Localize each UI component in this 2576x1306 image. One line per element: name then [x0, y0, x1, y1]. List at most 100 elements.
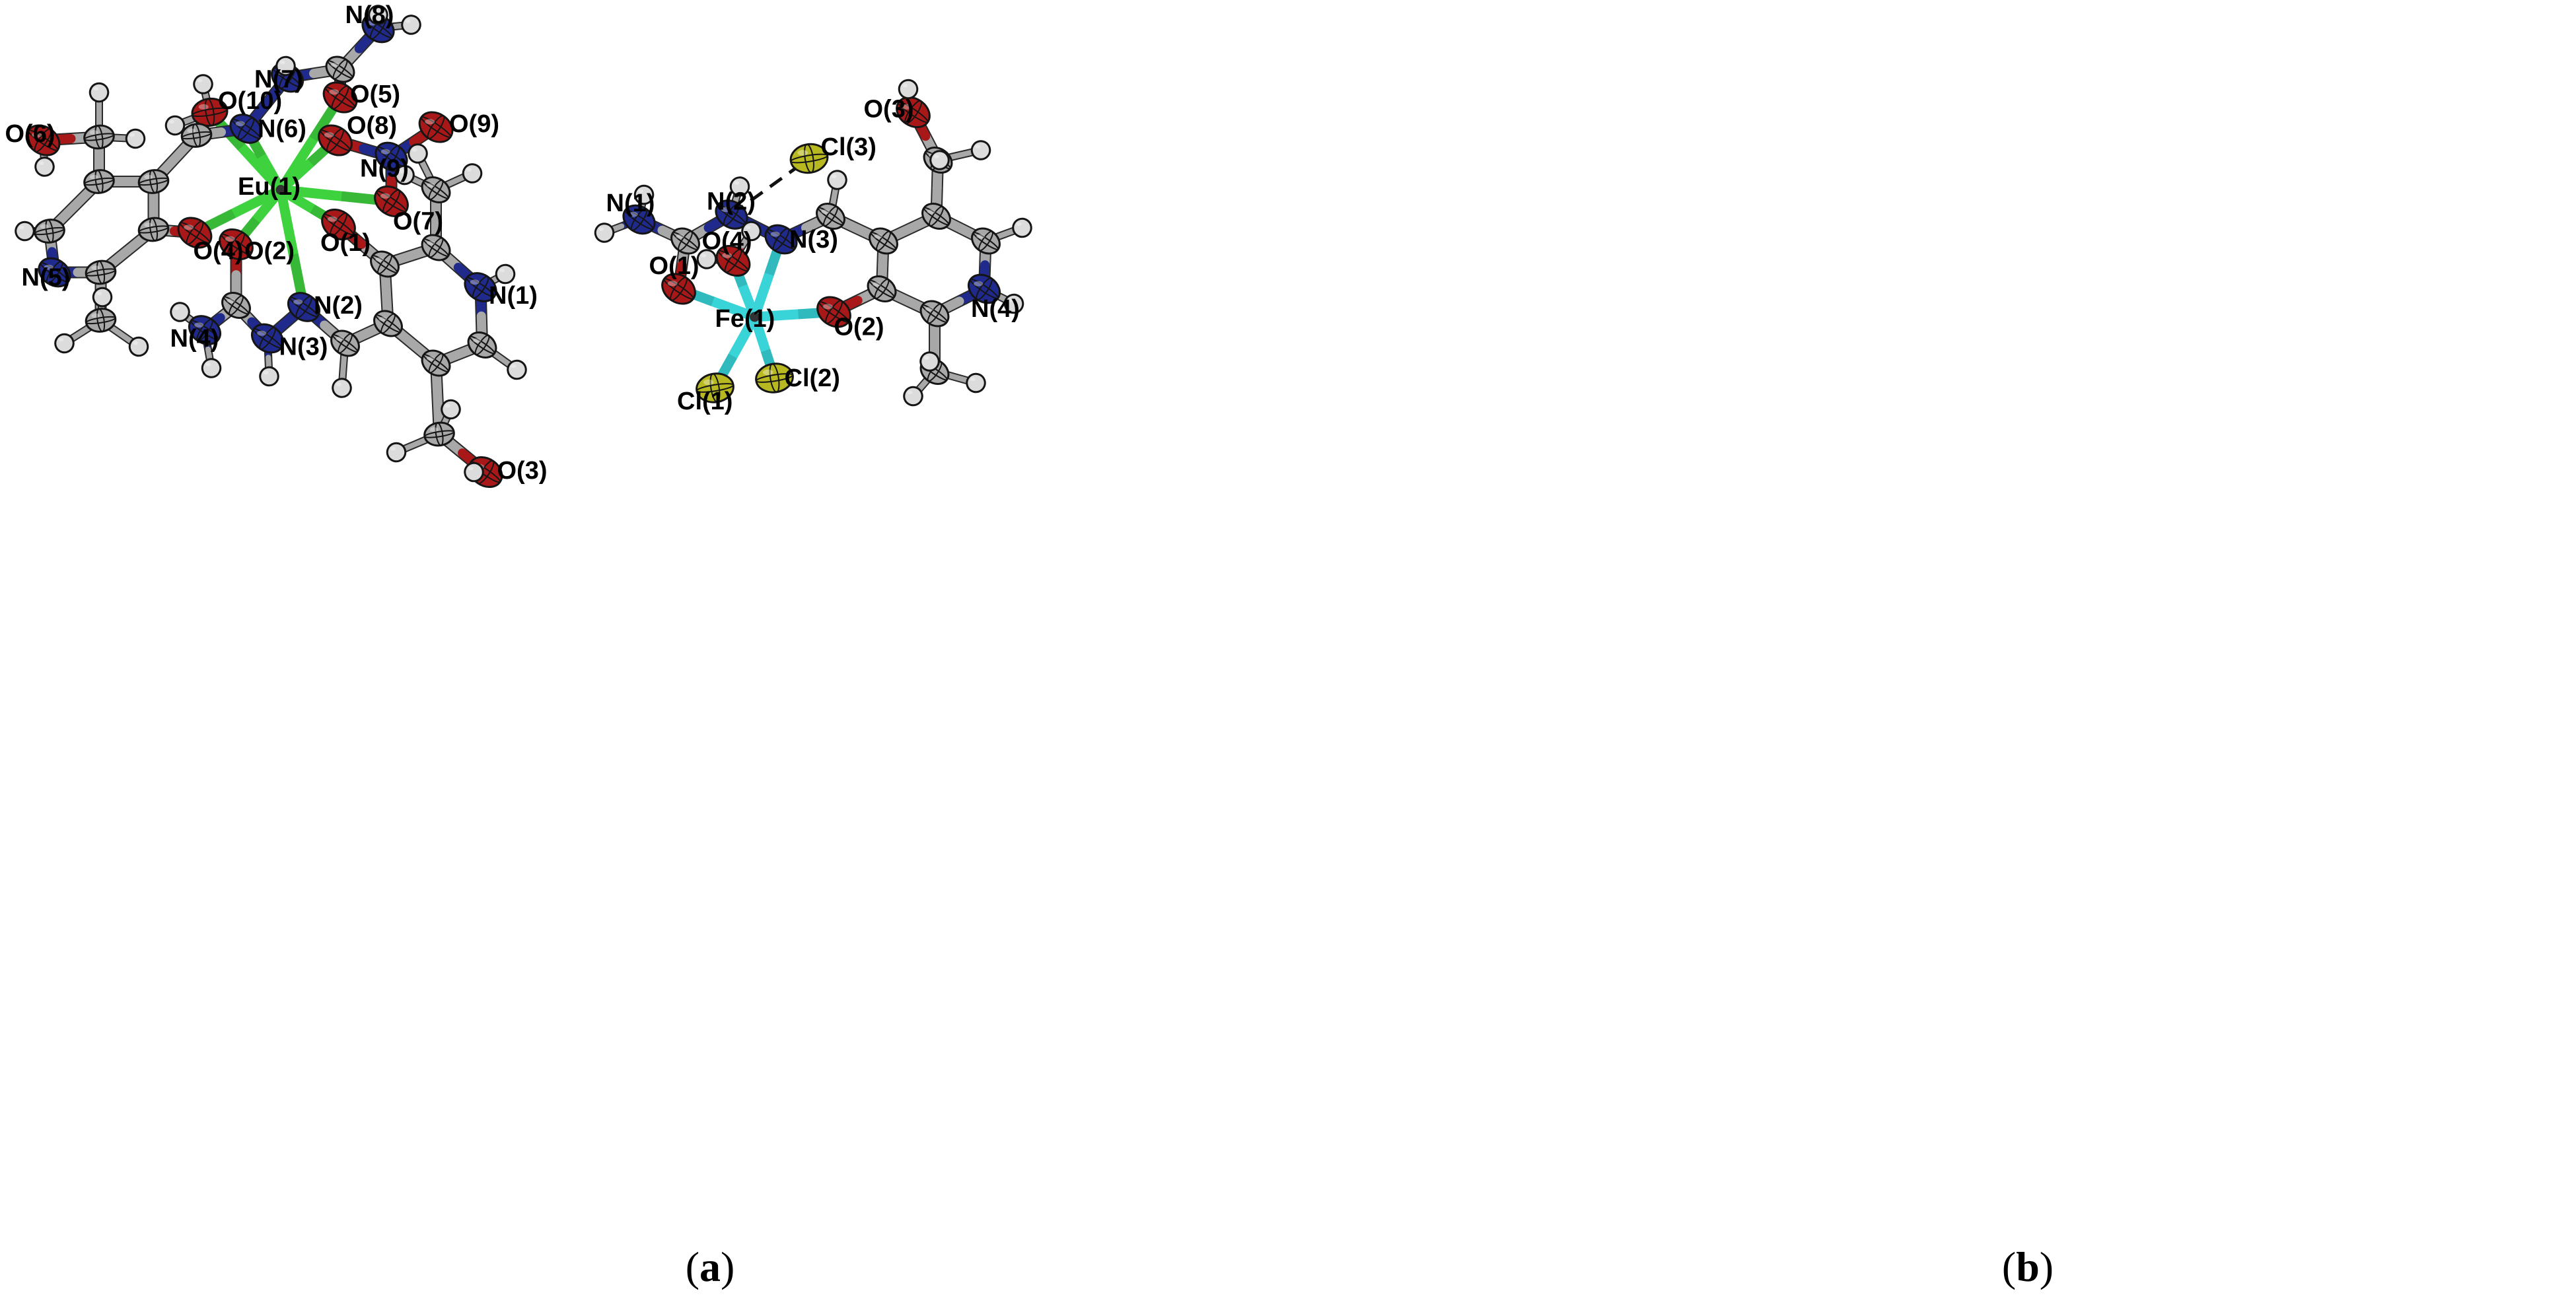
- a-atom-C9: [421, 349, 451, 377]
- panel-a-atoms: [15, 5, 527, 489]
- a-label-N1: N(1): [489, 282, 538, 310]
- b-atom-HO3: [898, 79, 919, 100]
- a-atom-C13: [34, 219, 65, 244]
- a-atom-HC18b: [128, 336, 149, 357]
- a-atom-HN7: [275, 55, 296, 77]
- a-atom-Eu1: [275, 185, 286, 195]
- a-atom-HC10a: [386, 442, 407, 463]
- b-label-Cl1: Cl(1): [677, 388, 733, 415]
- b-atom-C7: [971, 227, 1001, 255]
- a-atom-C6: [421, 176, 451, 203]
- a-label-N7: N(7): [254, 66, 303, 94]
- a-atom-HN3: [259, 366, 279, 387]
- b-label-Fe1: Fe(1): [715, 305, 775, 333]
- b-atom-HN1b: [594, 223, 615, 243]
- a-label-O9: O(9): [449, 110, 499, 138]
- a-atom-O1: [321, 208, 356, 241]
- b-label-N4: N(4): [971, 295, 1020, 323]
- b-atom-HC9b: [903, 386, 923, 407]
- a-atom-N6: [229, 114, 263, 144]
- b-atom-Cl2: [755, 362, 794, 394]
- b-atom-C1: [670, 227, 700, 255]
- a-atom-HC2: [332, 378, 352, 398]
- a-atom-HC6b: [462, 163, 483, 184]
- a-atom-N1: [464, 272, 497, 302]
- a-atom-O10: [191, 97, 229, 127]
- b-atom-HO4a: [741, 221, 762, 242]
- a-atom-HC6c: [394, 164, 415, 186]
- b-atom-C2: [816, 203, 845, 230]
- b-atom-Cl3: [789, 143, 829, 174]
- a-atom-HC6a: [408, 143, 428, 164]
- panel-b-fe-complex: O(3)Cl(3)N(1)N(2)O(4)N(3)O(1)Fe(1)O(2)N(…: [594, 79, 2054, 1290]
- a-label-N4: N(4): [170, 325, 219, 353]
- a-label-N3: N(3): [279, 333, 328, 361]
- a-label-O6: O(6): [5, 120, 55, 148]
- a-label-N9: N(9): [360, 155, 409, 183]
- panel-a-eu-complex: O(6)O(10)N(7)N(8)O(5)N(6)O(8)O(9)Eu(1)N(…: [5, 1, 735, 1290]
- b-atom-HC6a: [970, 140, 991, 160]
- a-atom-C3: [373, 310, 403, 337]
- a-atom-O6: [25, 124, 61, 156]
- a-atom-C12: [85, 259, 117, 285]
- b-atom-HC9c: [919, 351, 940, 372]
- b-label-O1: O(1): [649, 252, 699, 280]
- a-label-N2: N(2): [314, 292, 363, 320]
- a-atom-C15: [137, 169, 170, 194]
- a-label-O4: O(4): [194, 238, 244, 265]
- b-atom-O2: [816, 296, 851, 328]
- panel-b-caption: (b): [2002, 1243, 2054, 1290]
- a-atom-HO6: [34, 156, 55, 177]
- a-label-O3: O(3): [497, 457, 548, 485]
- a-atom-N5: [38, 257, 71, 288]
- b-atom-Cl1: [696, 372, 734, 403]
- a-atom-C17: [83, 124, 115, 150]
- b-atom-HO4b: [696, 249, 717, 269]
- b-atom-HC6b: [929, 150, 950, 170]
- a-label-O2: O(2): [244, 238, 295, 265]
- a-atom-HC10b: [441, 399, 461, 420]
- a-atom-N3: [250, 323, 285, 354]
- b-label-N3: N(3): [789, 226, 838, 254]
- panel-b-atom-labels: O(3)Cl(3)N(1)N(2)O(4)N(3)O(1)Fe(1)O(2)N(…: [606, 96, 1020, 416]
- b-atom-N4: [967, 273, 1001, 304]
- a-atom-C2: [330, 329, 360, 357]
- a-atom-HN1: [495, 263, 516, 285]
- a-atom-C16: [180, 123, 213, 148]
- a-bond-Eu1-O7: [280, 185, 392, 207]
- a-atom-C10: [423, 421, 455, 447]
- a-atom-HN4a: [170, 302, 190, 322]
- a-atom-O4: [177, 217, 213, 249]
- a-atom-C5: [421, 234, 451, 261]
- a-atom-C14: [83, 169, 115, 194]
- b-atom-HN1a: [633, 184, 655, 205]
- b-label-N1: N(1): [606, 189, 655, 217]
- b-atom-HC7: [1012, 217, 1032, 238]
- a-atom-HC18a: [54, 333, 75, 354]
- a-atom-O9: [418, 111, 454, 143]
- a-atom-HC18c: [92, 287, 113, 308]
- a-atom-HO10b: [164, 115, 186, 136]
- b-label-O3: O(3): [864, 96, 914, 123]
- a-atom-HC17b: [125, 128, 146, 149]
- b-atom-N3: [764, 224, 798, 255]
- b-atom-O3: [896, 96, 931, 129]
- a-atom-HN8a: [368, 5, 388, 25]
- panel-a-caption: (a): [686, 1243, 735, 1290]
- a-bond-Eu1-N2: [275, 189, 309, 308]
- b-atom-N2: [715, 199, 748, 230]
- b-atom-HN2: [729, 176, 750, 197]
- a-atom-HC17a: [89, 82, 110, 103]
- a-atom-C11: [137, 217, 170, 242]
- a-label-N5: N(5): [22, 264, 71, 292]
- a-atom-C4: [370, 250, 400, 278]
- a-label-O8: O(8): [347, 112, 397, 140]
- a-label-O5: O(5): [350, 81, 400, 108]
- a-label-Eu1: Eu(1): [238, 173, 301, 201]
- a-atom-HO3: [464, 462, 484, 483]
- a-label-N8: N(8): [345, 1, 394, 29]
- b-atom-HN4: [1003, 293, 1024, 314]
- a-atom-C7: [467, 331, 497, 359]
- b-label-Cl3: Cl(3): [821, 133, 877, 161]
- b-atom-N1: [622, 204, 656, 235]
